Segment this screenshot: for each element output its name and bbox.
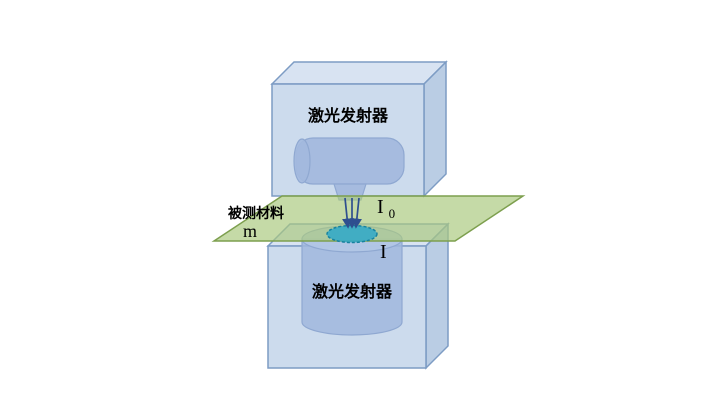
beam-arrow [351,197,362,229]
receiver-cylinder-body [301,238,403,336]
laser-spot [326,224,378,244]
top-box-top-face [270,61,448,85]
transmitted-intensity-label: I [380,241,387,263]
top-box-label: 激光发射器 [308,106,389,125]
top-box-right-face [423,60,447,198]
incident-intensity-base: I [377,196,384,218]
emitter-body-end-cap [293,138,311,184]
laser-beam [342,197,362,229]
bottom-box-right-face [425,222,449,370]
sample-plane-label: 被测材料 [228,205,284,221]
incident-intensity-label: I 0 [377,196,395,221]
sample-plane [211,195,526,242]
emitter-body [295,137,405,185]
bottom-box-label: 激光发射器 [312,282,393,301]
sample-mass-label: m [243,221,257,241]
incident-intensity-subscript: 0 [389,206,396,221]
